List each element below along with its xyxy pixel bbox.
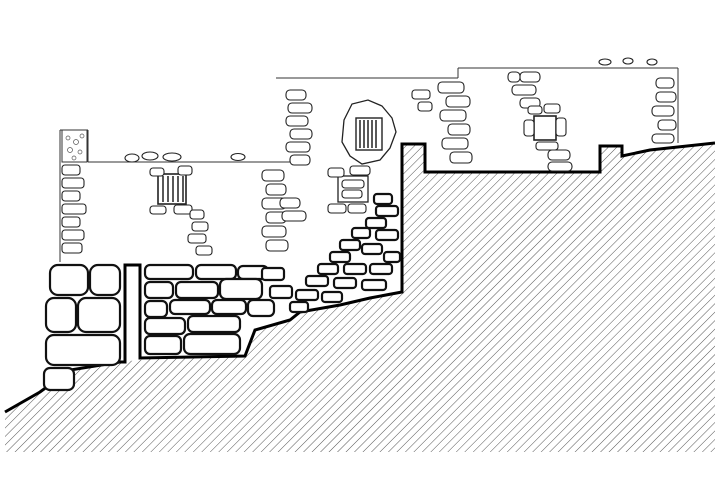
chimney [61,129,88,163]
ground-section [5,143,715,452]
left-foundation [42,263,276,392]
window-left [157,173,187,205]
left-building [59,129,290,262]
upper-building [260,57,679,314]
window-right [533,115,557,141]
ground-profile-line [4,141,715,414]
